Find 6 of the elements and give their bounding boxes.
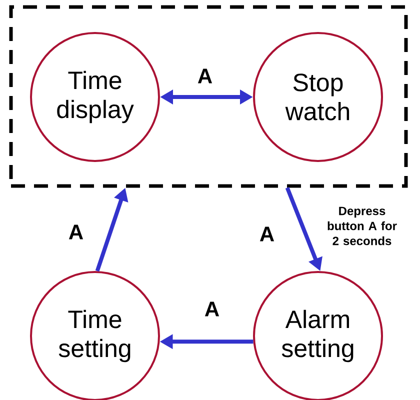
edge-label: A <box>67 224 85 240</box>
edge-label: A <box>196 68 214 84</box>
dashed-group-box <box>9 5 408 188</box>
edge-label: A <box>258 226 276 242</box>
edge-label: A <box>203 300 221 318</box>
note-text: Depress button A for 2 seconds <box>328 206 397 246</box>
